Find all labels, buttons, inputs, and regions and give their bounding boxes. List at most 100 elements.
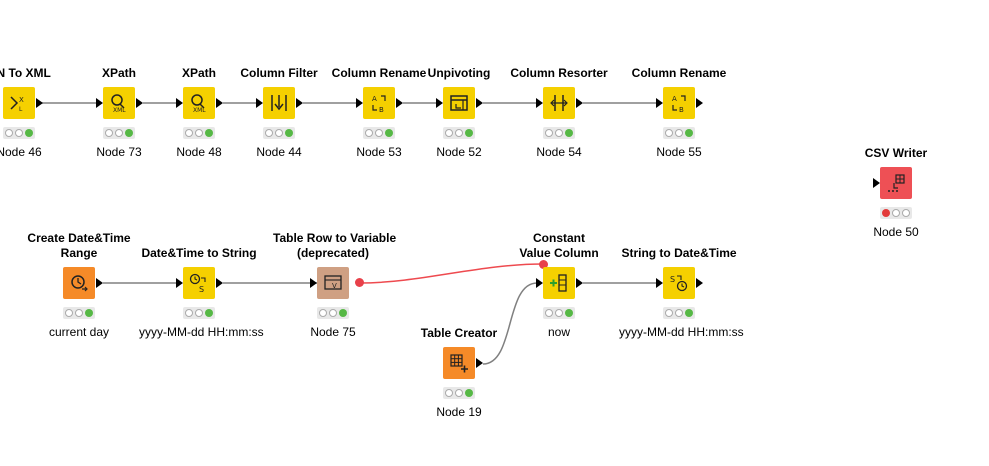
status-light-red [105, 129, 113, 137]
input-port[interactable] [310, 278, 317, 288]
node-table-row-to-variable[interactable]: Table Row to Variable (deprecated) V Nod… [273, 231, 396, 339]
status-light-yellow [329, 309, 337, 317]
status-light-red [185, 309, 193, 317]
node-icon-box[interactable]: V [317, 267, 349, 299]
variable-output-port[interactable] [355, 278, 364, 287]
input-port[interactable] [656, 278, 663, 288]
input-port[interactable] [873, 178, 880, 188]
output-port[interactable] [396, 98, 403, 108]
node-xpath-73[interactable]: XPath XML Node 73 [59, 66, 179, 166]
node-icon-box[interactable] [63, 267, 95, 299]
node-label[interactable]: Node 48 [176, 145, 222, 159]
node-icon-box[interactable]: S [663, 267, 695, 299]
variable-connection-wire[interactable] [359, 263, 544, 284]
input-port[interactable] [256, 98, 263, 108]
input-port[interactable] [176, 278, 183, 288]
node-json-to-xml[interactable]: ON To XML X L Node 46 [0, 66, 79, 166]
output-port[interactable] [296, 98, 303, 108]
svg-text:L: L [19, 106, 23, 113]
node-xpath-48[interactable]: XPath XML Node 48 [139, 66, 259, 166]
node-icon-box[interactable]: XML [183, 87, 215, 119]
clock-icon [71, 275, 88, 292]
node-label[interactable]: Node 75 [310, 325, 356, 339]
variable-input-port[interactable] [539, 260, 548, 269]
node-icon-box[interactable]: XML [103, 87, 135, 119]
output-port[interactable] [696, 98, 703, 108]
node-title: String to Date&Time [621, 246, 737, 260]
node-label[interactable]: yyyy-MM-dd HH:mm:ss [619, 325, 744, 339]
node-column-filter[interactable]: Column Filter Node 44 [219, 66, 339, 166]
node-string-to-datetime[interactable]: String to Date&Time S yyyy-MM-dd HH:mm:s… [619, 246, 744, 346]
connection-wire[interactable] [482, 282, 538, 365]
node-icon-box[interactable]: S [183, 267, 215, 299]
output-port[interactable] [136, 98, 143, 108]
column-rename-icon: A B [672, 95, 686, 114]
node-column-rename-55[interactable]: Column Rename A B Node 55 [619, 66, 739, 166]
output-port[interactable] [576, 278, 583, 288]
output-port[interactable] [96, 278, 103, 288]
status-lights [663, 127, 695, 139]
xpath-icon: XML [191, 94, 206, 114]
output-port[interactable] [216, 98, 223, 108]
node-title-line2: (deprecated) [296, 246, 370, 260]
node-icon-box[interactable] [543, 87, 575, 119]
node-label[interactable]: current day [48, 325, 110, 339]
node-label[interactable]: Node 73 [96, 145, 142, 159]
node-icon-box[interactable]: A B [363, 87, 395, 119]
input-port[interactable] [536, 278, 543, 288]
datetime-to-string-icon: S [189, 273, 206, 294]
node-label[interactable]: Node 50 [873, 225, 919, 239]
input-port[interactable] [436, 98, 443, 108]
status-lights [3, 127, 35, 139]
node-column-resorter[interactable]: Column Resorter Node 54 [499, 66, 619, 166]
node-label[interactable]: Node 46 [0, 145, 42, 159]
input-port[interactable] [656, 98, 663, 108]
node-label[interactable]: Node 52 [436, 145, 482, 159]
status-light-yellow [675, 309, 683, 317]
input-port[interactable] [356, 98, 363, 108]
node-icon-box[interactable] [880, 167, 912, 199]
status-light-yellow [75, 309, 83, 317]
output-port[interactable] [696, 278, 703, 288]
node-table-creator[interactable]: Table Creator Node 19 [399, 326, 519, 426]
node-label[interactable]: yyyy-MM-dd HH:mm:ss [139, 325, 264, 339]
output-port[interactable] [216, 278, 223, 288]
node-icon-box[interactable] [543, 267, 575, 299]
output-port[interactable] [476, 358, 483, 368]
node-icon-box[interactable]: A B [663, 87, 695, 119]
node-label[interactable]: Node 54 [536, 145, 582, 159]
node-constant-value-column[interactable]: Constant Value Column now [499, 231, 619, 339]
status-light-green [285, 129, 293, 137]
status-lights [363, 127, 395, 139]
output-port[interactable] [476, 98, 483, 108]
status-light-green [685, 129, 693, 137]
node-label[interactable]: Node 53 [356, 145, 402, 159]
node-title: CSV Writer [864, 146, 928, 160]
node-icon-box[interactable] [443, 347, 475, 379]
status-lights [317, 307, 349, 319]
input-port[interactable] [176, 98, 183, 108]
node-icon-box[interactable] [263, 87, 295, 119]
output-port[interactable] [576, 98, 583, 108]
status-lights [443, 127, 475, 139]
node-label[interactable]: Node 55 [656, 145, 702, 159]
node-icon-box[interactable] [443, 87, 475, 119]
status-light-green [385, 129, 393, 137]
node-label[interactable]: now [547, 325, 570, 339]
input-port[interactable] [536, 98, 543, 108]
column-rename-icon: A B [372, 95, 386, 114]
node-column-rename-53[interactable]: Column Rename A B Node 53 [319, 66, 439, 166]
node-csv-writer[interactable]: CSV Writer Node 50 [836, 146, 956, 246]
status-light-green [465, 389, 473, 397]
node-label[interactable]: Node 44 [256, 145, 302, 159]
node-create-datetime-range[interactable]: Create Date&Time Range current day [19, 231, 139, 339]
status-lights [63, 307, 95, 319]
input-port[interactable] [96, 98, 103, 108]
output-port[interactable] [36, 98, 43, 108]
node-icon-box[interactable]: X L [3, 87, 35, 119]
node-label[interactable]: Node 19 [436, 405, 482, 419]
status-light-yellow [275, 129, 283, 137]
table-row-to-variable-icon: V [324, 275, 342, 290]
node-datetime-to-string[interactable]: Date&Time to String S yyyy-MM-dd HH:mm:s… [139, 246, 264, 346]
node-unpivoting[interactable]: Unpivoting Node 52 [399, 66, 519, 166]
